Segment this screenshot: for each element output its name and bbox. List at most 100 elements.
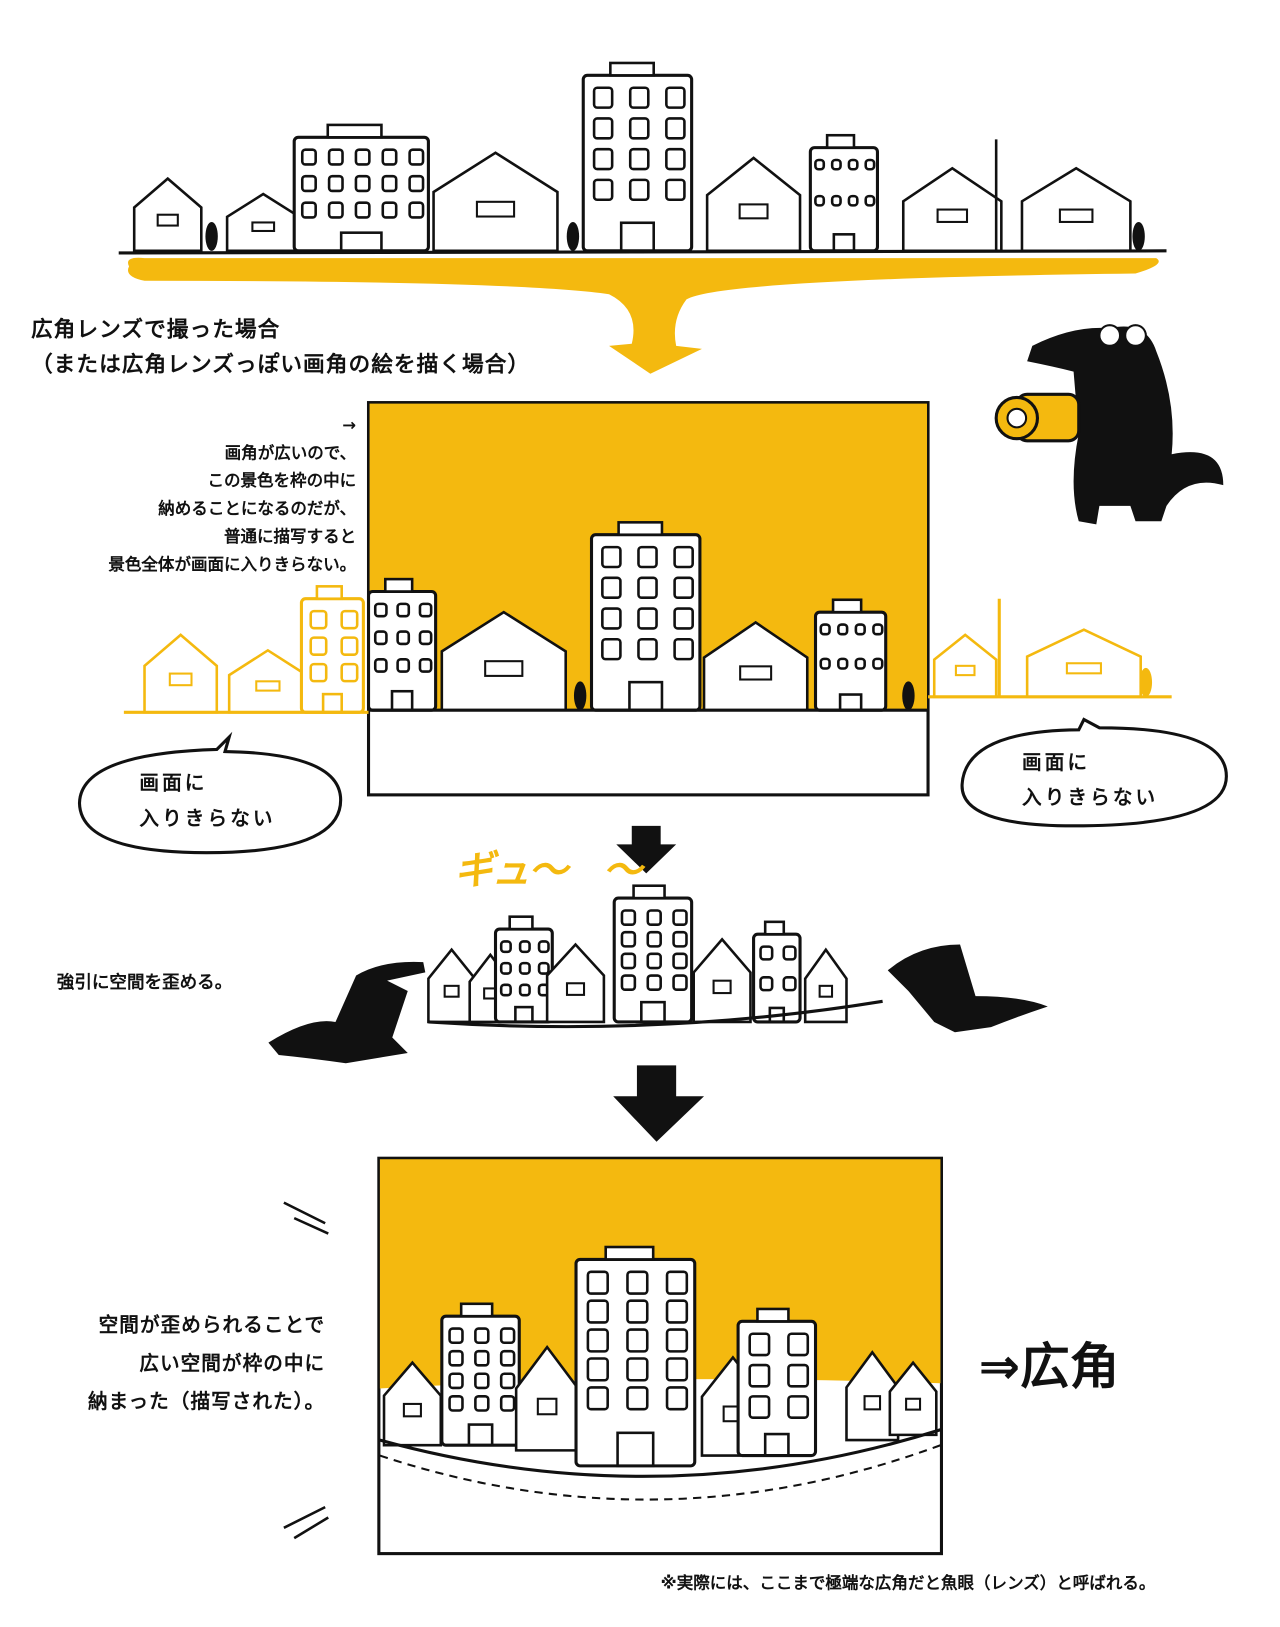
window xyxy=(665,147,686,171)
speech-bubbles xyxy=(77,717,1228,855)
rooftop xyxy=(604,1245,655,1261)
window xyxy=(373,602,388,618)
crocodile-with-camera xyxy=(994,324,1224,525)
window xyxy=(646,974,662,992)
window xyxy=(818,984,834,998)
tree xyxy=(205,221,218,251)
window xyxy=(665,86,686,109)
window xyxy=(499,961,512,975)
window xyxy=(156,213,179,227)
rooftop xyxy=(508,915,534,931)
window xyxy=(819,657,831,670)
window xyxy=(592,117,614,140)
window xyxy=(672,909,688,926)
window xyxy=(601,545,622,569)
street-panorama xyxy=(118,61,1167,255)
window xyxy=(712,979,732,995)
window xyxy=(255,680,281,692)
window xyxy=(626,1299,649,1324)
window xyxy=(830,158,842,171)
window xyxy=(672,974,688,992)
window xyxy=(782,945,797,961)
window xyxy=(408,148,425,166)
rooftop xyxy=(763,920,786,936)
rooftop xyxy=(326,123,383,139)
window xyxy=(847,194,859,207)
tree xyxy=(566,221,580,251)
window xyxy=(620,952,637,970)
squeeze-sound-effect: ギュ〜 〜 xyxy=(454,847,642,893)
window xyxy=(586,1299,609,1324)
window xyxy=(408,201,425,219)
window xyxy=(1058,208,1094,223)
window xyxy=(402,1402,422,1418)
title-line-1: 広角レンズで撮った場合 xyxy=(30,316,281,342)
desc-line: 画角が広いので、 xyxy=(224,442,357,463)
ground-curve xyxy=(428,999,883,1029)
window xyxy=(863,1395,882,1411)
window xyxy=(592,147,614,171)
window xyxy=(673,576,694,599)
window xyxy=(499,940,512,954)
motion-lines xyxy=(283,1201,329,1540)
window xyxy=(748,1363,771,1388)
crocodile-right xyxy=(887,944,1048,1033)
arrow-mark: → xyxy=(342,414,357,435)
window xyxy=(340,636,359,656)
window xyxy=(373,658,388,673)
window xyxy=(620,909,637,926)
window xyxy=(673,545,694,569)
window xyxy=(327,174,344,193)
down-arrow-1 xyxy=(616,825,677,874)
window xyxy=(637,637,658,661)
speech-bubble-right xyxy=(960,717,1228,828)
window xyxy=(673,607,694,630)
window xyxy=(340,662,359,683)
window xyxy=(474,1395,490,1412)
window xyxy=(537,961,550,975)
window xyxy=(872,623,884,636)
window xyxy=(665,1299,689,1324)
window xyxy=(474,1349,490,1367)
window xyxy=(672,952,688,970)
window xyxy=(628,117,650,140)
window xyxy=(396,630,411,646)
window xyxy=(626,1357,649,1382)
window xyxy=(759,945,774,961)
bubble-right-text: 画面に入りきらない xyxy=(1022,745,1158,815)
window xyxy=(628,147,650,171)
window xyxy=(601,637,622,661)
window xyxy=(673,637,694,661)
window xyxy=(814,158,826,171)
rooftop xyxy=(315,585,343,601)
window xyxy=(601,576,622,599)
building xyxy=(581,73,694,253)
window xyxy=(474,1372,490,1390)
entrance xyxy=(339,231,383,253)
bubble-line: 画面に xyxy=(139,772,208,795)
window xyxy=(739,665,773,681)
window xyxy=(864,158,876,171)
window xyxy=(872,657,884,670)
window xyxy=(905,1397,922,1411)
crocodile-left xyxy=(268,961,426,1064)
window xyxy=(499,1395,516,1412)
window xyxy=(381,201,398,219)
entrance xyxy=(640,1000,666,1024)
window xyxy=(626,1386,649,1411)
window xyxy=(448,1349,464,1367)
tree xyxy=(1139,667,1153,697)
window xyxy=(168,672,193,687)
window xyxy=(475,200,516,218)
force-caption: 強引に空間を歪める。 xyxy=(56,972,233,994)
window xyxy=(448,1327,464,1345)
ground-curve xyxy=(379,1428,941,1478)
window xyxy=(592,86,614,109)
window xyxy=(586,1386,609,1411)
rooftop xyxy=(609,61,655,77)
window xyxy=(354,174,371,193)
window xyxy=(586,1270,609,1295)
window xyxy=(637,576,658,599)
window xyxy=(499,1372,516,1390)
